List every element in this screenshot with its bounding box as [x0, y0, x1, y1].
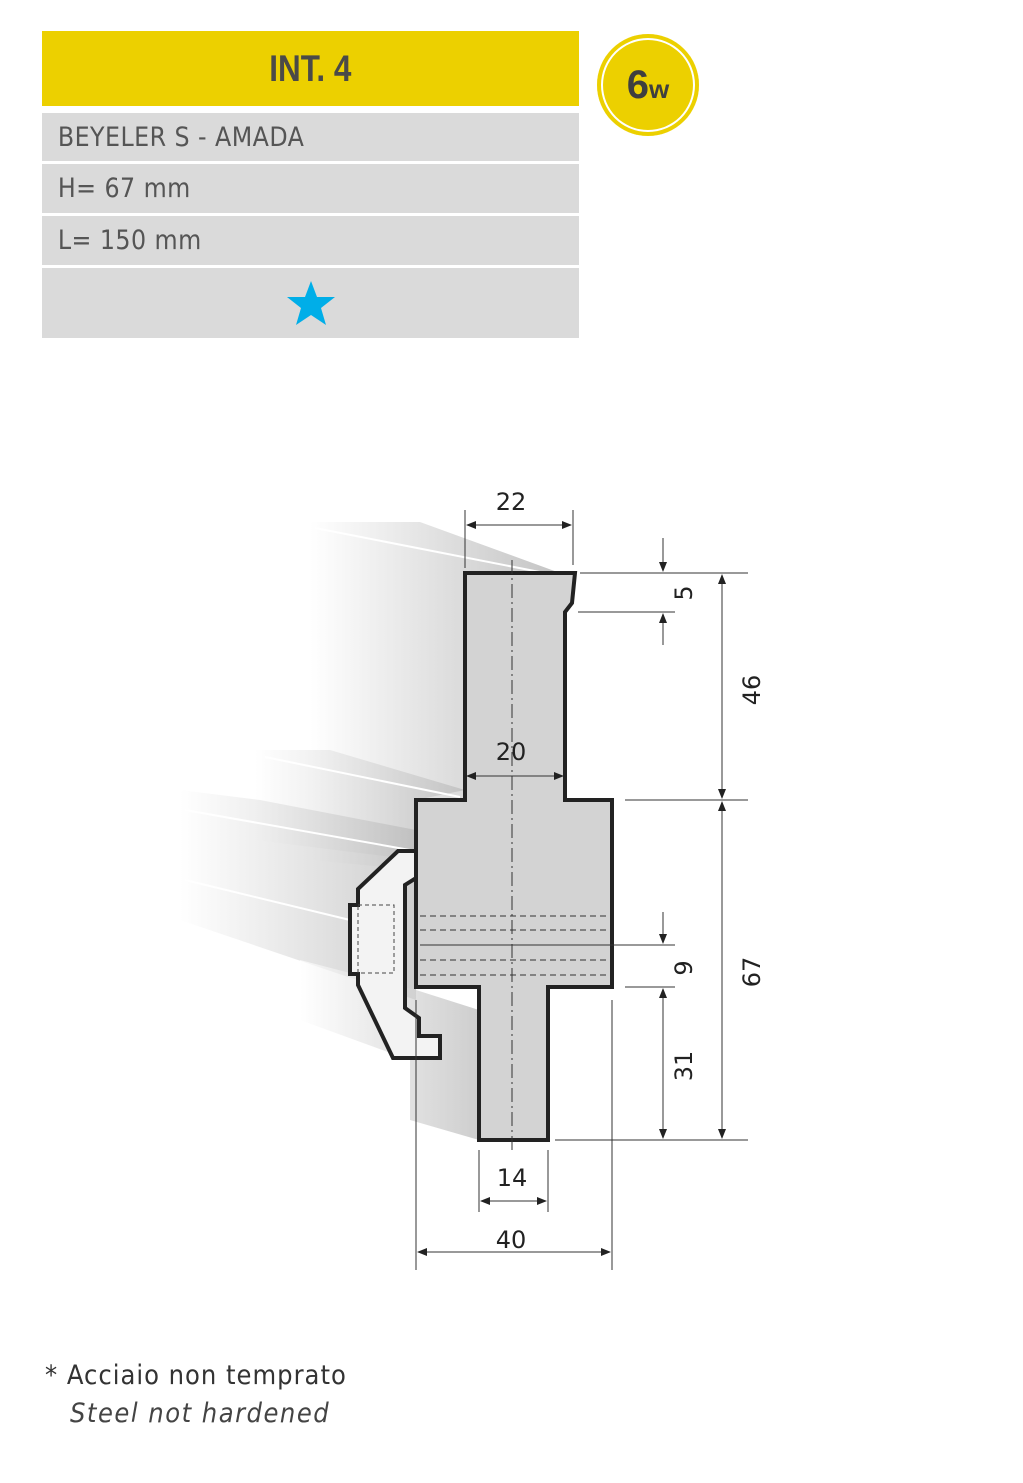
badge-number: 6	[626, 62, 649, 107]
dim-top-width: 22	[496, 488, 527, 516]
star-icon	[286, 281, 335, 325]
footnote-english: Steel not hardened	[70, 1398, 331, 1429]
tool-title-bar: INT. 4	[42, 31, 579, 106]
footnote-italian: * Acciaio non temprato	[45, 1360, 347, 1391]
spec-brand: BEYELER S - AMADA	[57, 121, 305, 153]
dim-tang-height: 31	[670, 1051, 698, 1082]
spec-height: H= 67 mm	[57, 173, 191, 204]
dim-upper-height: 46	[738, 675, 766, 706]
spec-brand-row: BEYELER S - AMADA	[42, 113, 579, 161]
dim-hole: 9	[670, 960, 698, 975]
dim-total-height: 67	[738, 957, 766, 988]
tool-title: INT. 4	[269, 47, 352, 89]
dim-neck-width: 20	[496, 738, 527, 766]
rating-row	[42, 268, 579, 338]
badge-suffix: w	[649, 73, 670, 104]
spec-length: L= 150 mm	[57, 225, 202, 256]
weight-badge: 6w	[597, 34, 699, 136]
spec-height-row: H= 67 mm	[42, 164, 579, 213]
spec-length-row: L= 150 mm	[42, 216, 579, 265]
dim-body-width: 40	[496, 1226, 527, 1254]
clamp-part	[348, 849, 442, 1060]
dim-tang-width: 14	[497, 1164, 528, 1192]
dim-notch: 5	[670, 585, 698, 600]
